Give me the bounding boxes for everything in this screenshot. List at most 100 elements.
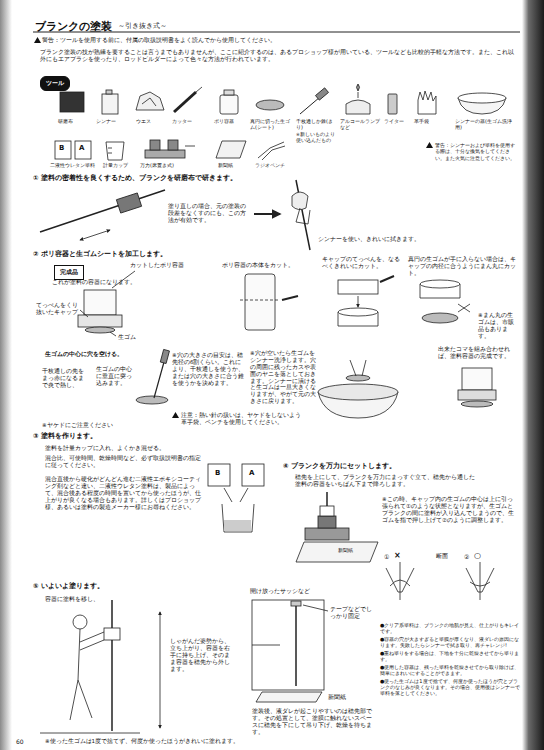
annotation-text: 二液性ウレタン塗料 xyxy=(50,162,100,168)
annotation-text: 塗装後、液ダレが起こりやすいのは穂先部です。その処置として、塗膜に触れないスペー… xyxy=(252,708,377,736)
section-heading: ③ 塗料を作ります。 xyxy=(33,432,233,440)
bullet-list: ●クリア系塗料は、ブランクの地肌が見え、仕上がりもキレイです。●容器の穴が大きす… xyxy=(380,622,520,698)
annotation-text: しゃがんだ姿勢から、立ち上がり、容器を右手に持ち上げ、そのまま容器を穂先から外し… xyxy=(170,638,232,672)
tool-icon xyxy=(256,100,284,110)
warning-icon xyxy=(426,142,433,148)
annotation-text: ライター xyxy=(384,118,412,124)
tool-icon xyxy=(418,91,436,114)
section-heading: 生ゴムの中心に穴を空ける。 xyxy=(45,350,165,358)
scan-edge xyxy=(0,0,12,750)
annotation-text: ② xyxy=(464,553,474,561)
container-build xyxy=(78,271,496,418)
annotation-text: ※新しいものより使い込んだもの xyxy=(296,132,336,143)
container-build xyxy=(282,296,298,300)
tool-icon xyxy=(174,92,196,112)
annotation-text: 真円の生ゴムが手に入らない場合は、キャップの内径に合うようにまん丸にカット。 xyxy=(408,256,518,277)
container-build xyxy=(245,274,275,330)
annotation-text: 真円に切った生ゴム(シート) xyxy=(250,118,292,131)
tool-icon xyxy=(150,140,160,150)
tool-icon xyxy=(300,97,320,114)
tool-icon xyxy=(142,98,156,106)
tool-icon xyxy=(185,146,195,147)
tool-icon xyxy=(168,140,178,150)
painting-scene xyxy=(111,600,113,731)
annotation-text: 塗り直しの場合、元の塗装の段差をなくすのにも、この方法が有効です。 xyxy=(168,203,248,224)
container-build xyxy=(380,276,394,282)
container-build xyxy=(346,375,370,381)
annotation-text: シンナー xyxy=(96,118,128,124)
tool-icon xyxy=(358,92,359,98)
annotation-text: 新聞紙 xyxy=(328,694,358,701)
paint-mixing xyxy=(242,464,264,486)
section-heading: ① 塗料の密着性を良くするため、ブランクを研磨布で研きます。 xyxy=(33,174,353,182)
annotation-text: 穂先を上にして、ブランクを万力にまっすぐ立て、穂先から通した塗料の容器をいちばん… xyxy=(295,474,475,488)
section-heading: B xyxy=(215,469,225,478)
section-heading: ○ xyxy=(474,551,484,561)
annotation-text: ～引き抜き式～ xyxy=(118,22,218,31)
tool-icon xyxy=(224,90,234,95)
annotation-text: ポリ容器の本体をカット。 xyxy=(222,262,302,269)
blank-sanding xyxy=(296,208,310,224)
section-heading: A xyxy=(249,469,259,478)
container-build xyxy=(350,360,366,376)
painting-scene xyxy=(291,601,301,606)
annotation-text: 混合直後から硬化がどんどん進む二液性エポキシコーティング剤などと違い、二液性ウレ… xyxy=(45,476,205,510)
annotation-text: ※穴の大きさの目安は、穂先径の6割くらい。これにより、千枚通しを使うか、または穴… xyxy=(172,352,244,386)
annotation-text: 研磨布 xyxy=(58,118,88,124)
section-heading: ⑤ いよいよ塗ります。 xyxy=(33,582,233,590)
tool-icon xyxy=(75,141,91,159)
bullet-note: ●使った生ゴムは1度で捨てず、何度か使ったほうが穴とブランクのなじみが良くなりま… xyxy=(380,678,520,696)
annotation-text: ポリ容器 xyxy=(214,118,246,124)
annotation-text: ※使った生ゴムは1度で捨てず、何度か使ったほうがきれいに塗れます。 xyxy=(45,738,255,745)
section-heading: A xyxy=(79,144,89,153)
container-build xyxy=(240,300,280,301)
annotation-text: ブランク塗装の技が熟練を要することは言うまでもありませんが、ここに紹介するのは、… xyxy=(40,49,518,63)
painting-scene xyxy=(256,692,322,702)
container-build xyxy=(110,332,116,336)
vise-setup xyxy=(470,582,490,586)
section-heading: ④ ブランクを万力にセットします。 xyxy=(283,462,513,470)
painting-scene xyxy=(303,605,328,611)
warning-icon xyxy=(172,412,179,418)
annotation-text: ※穴が空いたら生ゴムをシンナー洗浄します。穴の周囲に残ったカスや表面のヤニを落と… xyxy=(250,350,316,405)
blank-sanding xyxy=(292,192,308,210)
annotation-text: シンナーの器(生ゴム洗浄用) xyxy=(455,118,517,131)
tool-icon xyxy=(108,148,112,153)
blank-sanding xyxy=(40,180,310,250)
container-build xyxy=(160,349,169,363)
scan-edge xyxy=(522,0,544,750)
annotation-text: 生ゴムの中心に垂直に突っ込みます。 xyxy=(96,366,136,387)
container-build xyxy=(358,296,359,307)
annotation-text: カットしたポリ容器 xyxy=(130,262,190,269)
tool-tag: ツール xyxy=(40,76,70,91)
annotation-text: カッター xyxy=(172,118,202,124)
container-build xyxy=(80,310,88,317)
tool-icon xyxy=(106,90,112,94)
tool-icon xyxy=(258,142,285,160)
painting-scene xyxy=(104,628,120,640)
container-build xyxy=(458,304,470,312)
annotation-text: ※この時、キャップ内の生ゴムの中心は上に引っ張られて①のような状態となりますが、… xyxy=(382,496,517,524)
painting-scene xyxy=(40,733,140,734)
annotation-text: 千枚通しの先をまっ赤になるまで炎で熱し、 xyxy=(42,368,88,389)
tool-icon xyxy=(216,141,246,158)
tool-icon xyxy=(102,94,118,114)
section-heading: B xyxy=(59,144,69,153)
tool-icon xyxy=(136,92,164,110)
annotation-text: アルコールランプなど xyxy=(340,118,380,131)
paint-mixing xyxy=(224,520,251,531)
painting-scene xyxy=(160,612,161,728)
container-build xyxy=(461,401,493,407)
annotation-text: これが塗料の容器になります。 xyxy=(52,279,142,286)
container-build xyxy=(338,308,378,316)
node-text: ツール xyxy=(46,79,64,88)
annotation-text: 混合比、可使時間、乾燥時間など、必ず取扱説明書の指定に従ってください。 xyxy=(45,455,205,469)
container-build xyxy=(422,313,458,323)
tool-icon xyxy=(196,87,202,92)
finished-box: 完成品 xyxy=(54,265,84,280)
annotation-text: 新聞紙 xyxy=(218,162,248,168)
painting-scene xyxy=(70,629,104,720)
annotation-text: 生ゴム xyxy=(118,334,148,341)
annotation-text: ラジオペンチ xyxy=(255,162,295,168)
